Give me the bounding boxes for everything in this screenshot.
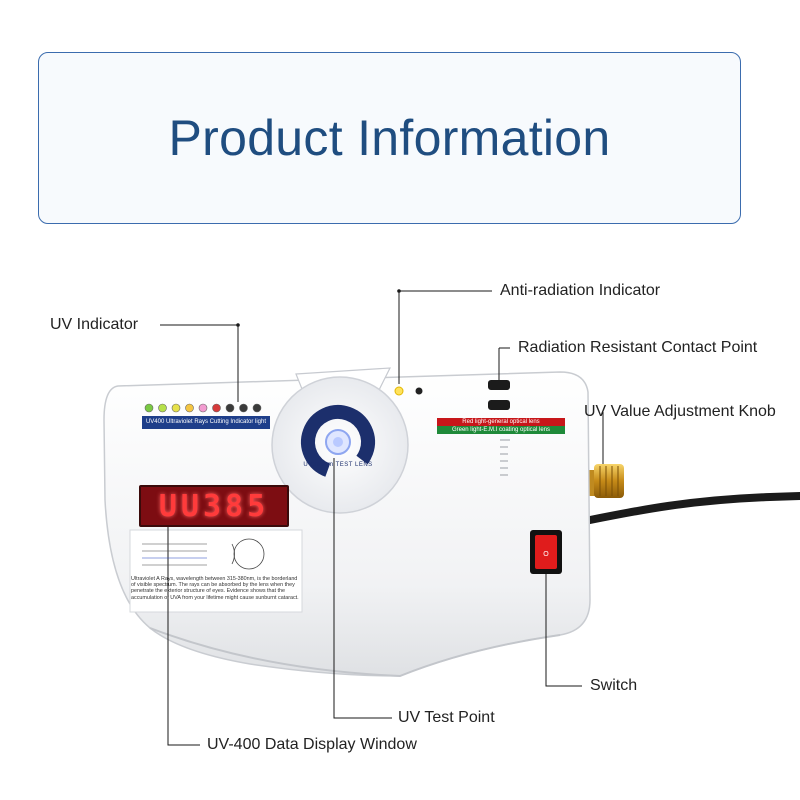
contact-point-label: Radiation Resistant Contact Point [518, 339, 758, 356]
uv-indicator-label: UV Indicator [50, 316, 139, 333]
uv-led-icon [239, 403, 248, 413]
leader-lines [160, 290, 604, 746]
adjustment-knob-label: UV Value Adjustment Knob [584, 403, 776, 420]
title-box: Product Information [38, 52, 741, 224]
uv-indicator-leds [144, 403, 262, 413]
page-title: Product Information [168, 110, 611, 166]
red-light-label: Red light-general optical lens [437, 418, 565, 426]
indicator-strip-label: UV400 Ultraviolet Rays Cutting Indicator… [142, 416, 270, 429]
display-window-label: UV-400 Data Display Window [207, 736, 417, 753]
uv-led-icon [144, 403, 154, 413]
test-point-label: UV Test Point [398, 709, 495, 726]
light-legend: Red light-general optical lens Green lig… [437, 418, 565, 434]
anti-radiation-led-icon [394, 386, 404, 396]
power-cable [586, 492, 800, 524]
info-label-panel [129, 529, 303, 613]
svg-text:O: O [543, 551, 549, 558]
eye-diagram-icon [142, 538, 265, 570]
lens-ring-label: UV385nm TEST LENS [303, 462, 373, 468]
contact-point-bottom-icon [488, 400, 510, 410]
contact-point-top-icon [488, 380, 510, 390]
anti-radiation-indicator-label: Anti-radiation Indicator [500, 282, 661, 299]
sensor-dot-icon [415, 387, 423, 395]
uv-led-icon [171, 403, 181, 413]
test-ring [301, 405, 375, 479]
uv-led-icon [212, 403, 221, 413]
uv-led-icon [252, 403, 262, 413]
scale-ticks [500, 439, 510, 476]
uv-led-icon [158, 403, 167, 413]
uv-led-icon [185, 403, 194, 413]
info-paragraph: Ultraviolet A Rays, wavelength between 3… [131, 576, 299, 601]
data-display-window: UU385 [139, 485, 289, 527]
uv-led-icon [225, 403, 235, 413]
green-light-label: Green light-E.M.I coating optical lens [437, 426, 565, 434]
switch-label: Switch [590, 677, 638, 694]
uv-led-icon [198, 403, 208, 413]
